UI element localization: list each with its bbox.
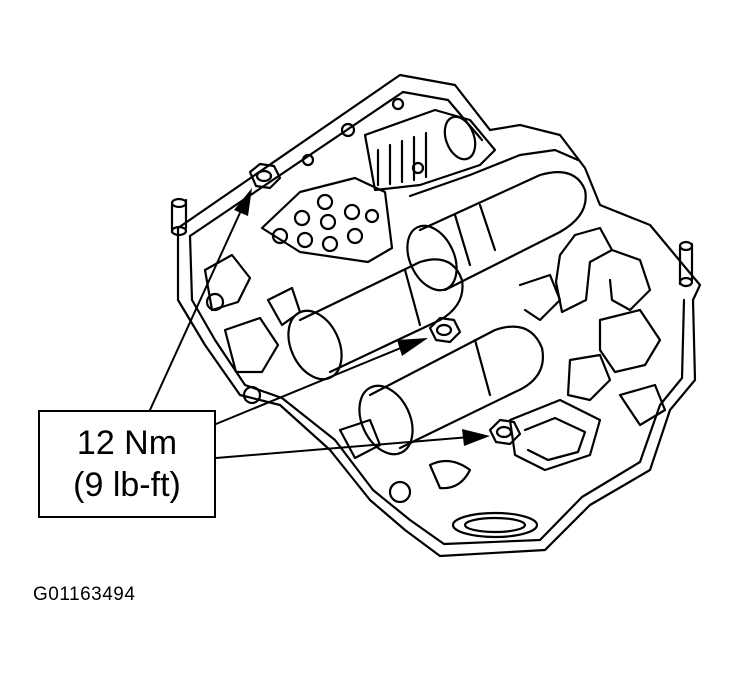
lower-cylinder xyxy=(368,325,544,450)
figure-id: G01163494 xyxy=(33,584,136,605)
housing-outline xyxy=(176,73,702,558)
dowel-pin-left xyxy=(170,197,188,237)
torque-callout: 12 Nm (9 lb-ft) xyxy=(38,410,216,518)
housing-flange xyxy=(188,90,484,238)
bottom-port xyxy=(451,511,539,539)
leader-line-lower xyxy=(215,436,471,459)
fluid-channels xyxy=(554,226,614,314)
bolt-lower xyxy=(488,418,522,446)
solenoid-block xyxy=(363,108,497,192)
check-ball-plate xyxy=(260,176,394,264)
bolt-top xyxy=(248,162,282,190)
leader-line-middle xyxy=(215,344,409,425)
torque-nm-label: 12 Nm xyxy=(76,424,178,462)
arrowhead-icon xyxy=(234,188,252,216)
middle-cylinder xyxy=(298,258,464,374)
upper-cylinder xyxy=(418,171,587,292)
dowel-pin-right xyxy=(678,240,694,288)
arrowhead-icon xyxy=(462,429,490,446)
bolt-middle xyxy=(428,316,462,344)
leader-line-top xyxy=(149,203,245,411)
torque-lbft-label: (9 lb-ft) xyxy=(73,466,181,504)
arrowhead-icon xyxy=(397,338,428,356)
